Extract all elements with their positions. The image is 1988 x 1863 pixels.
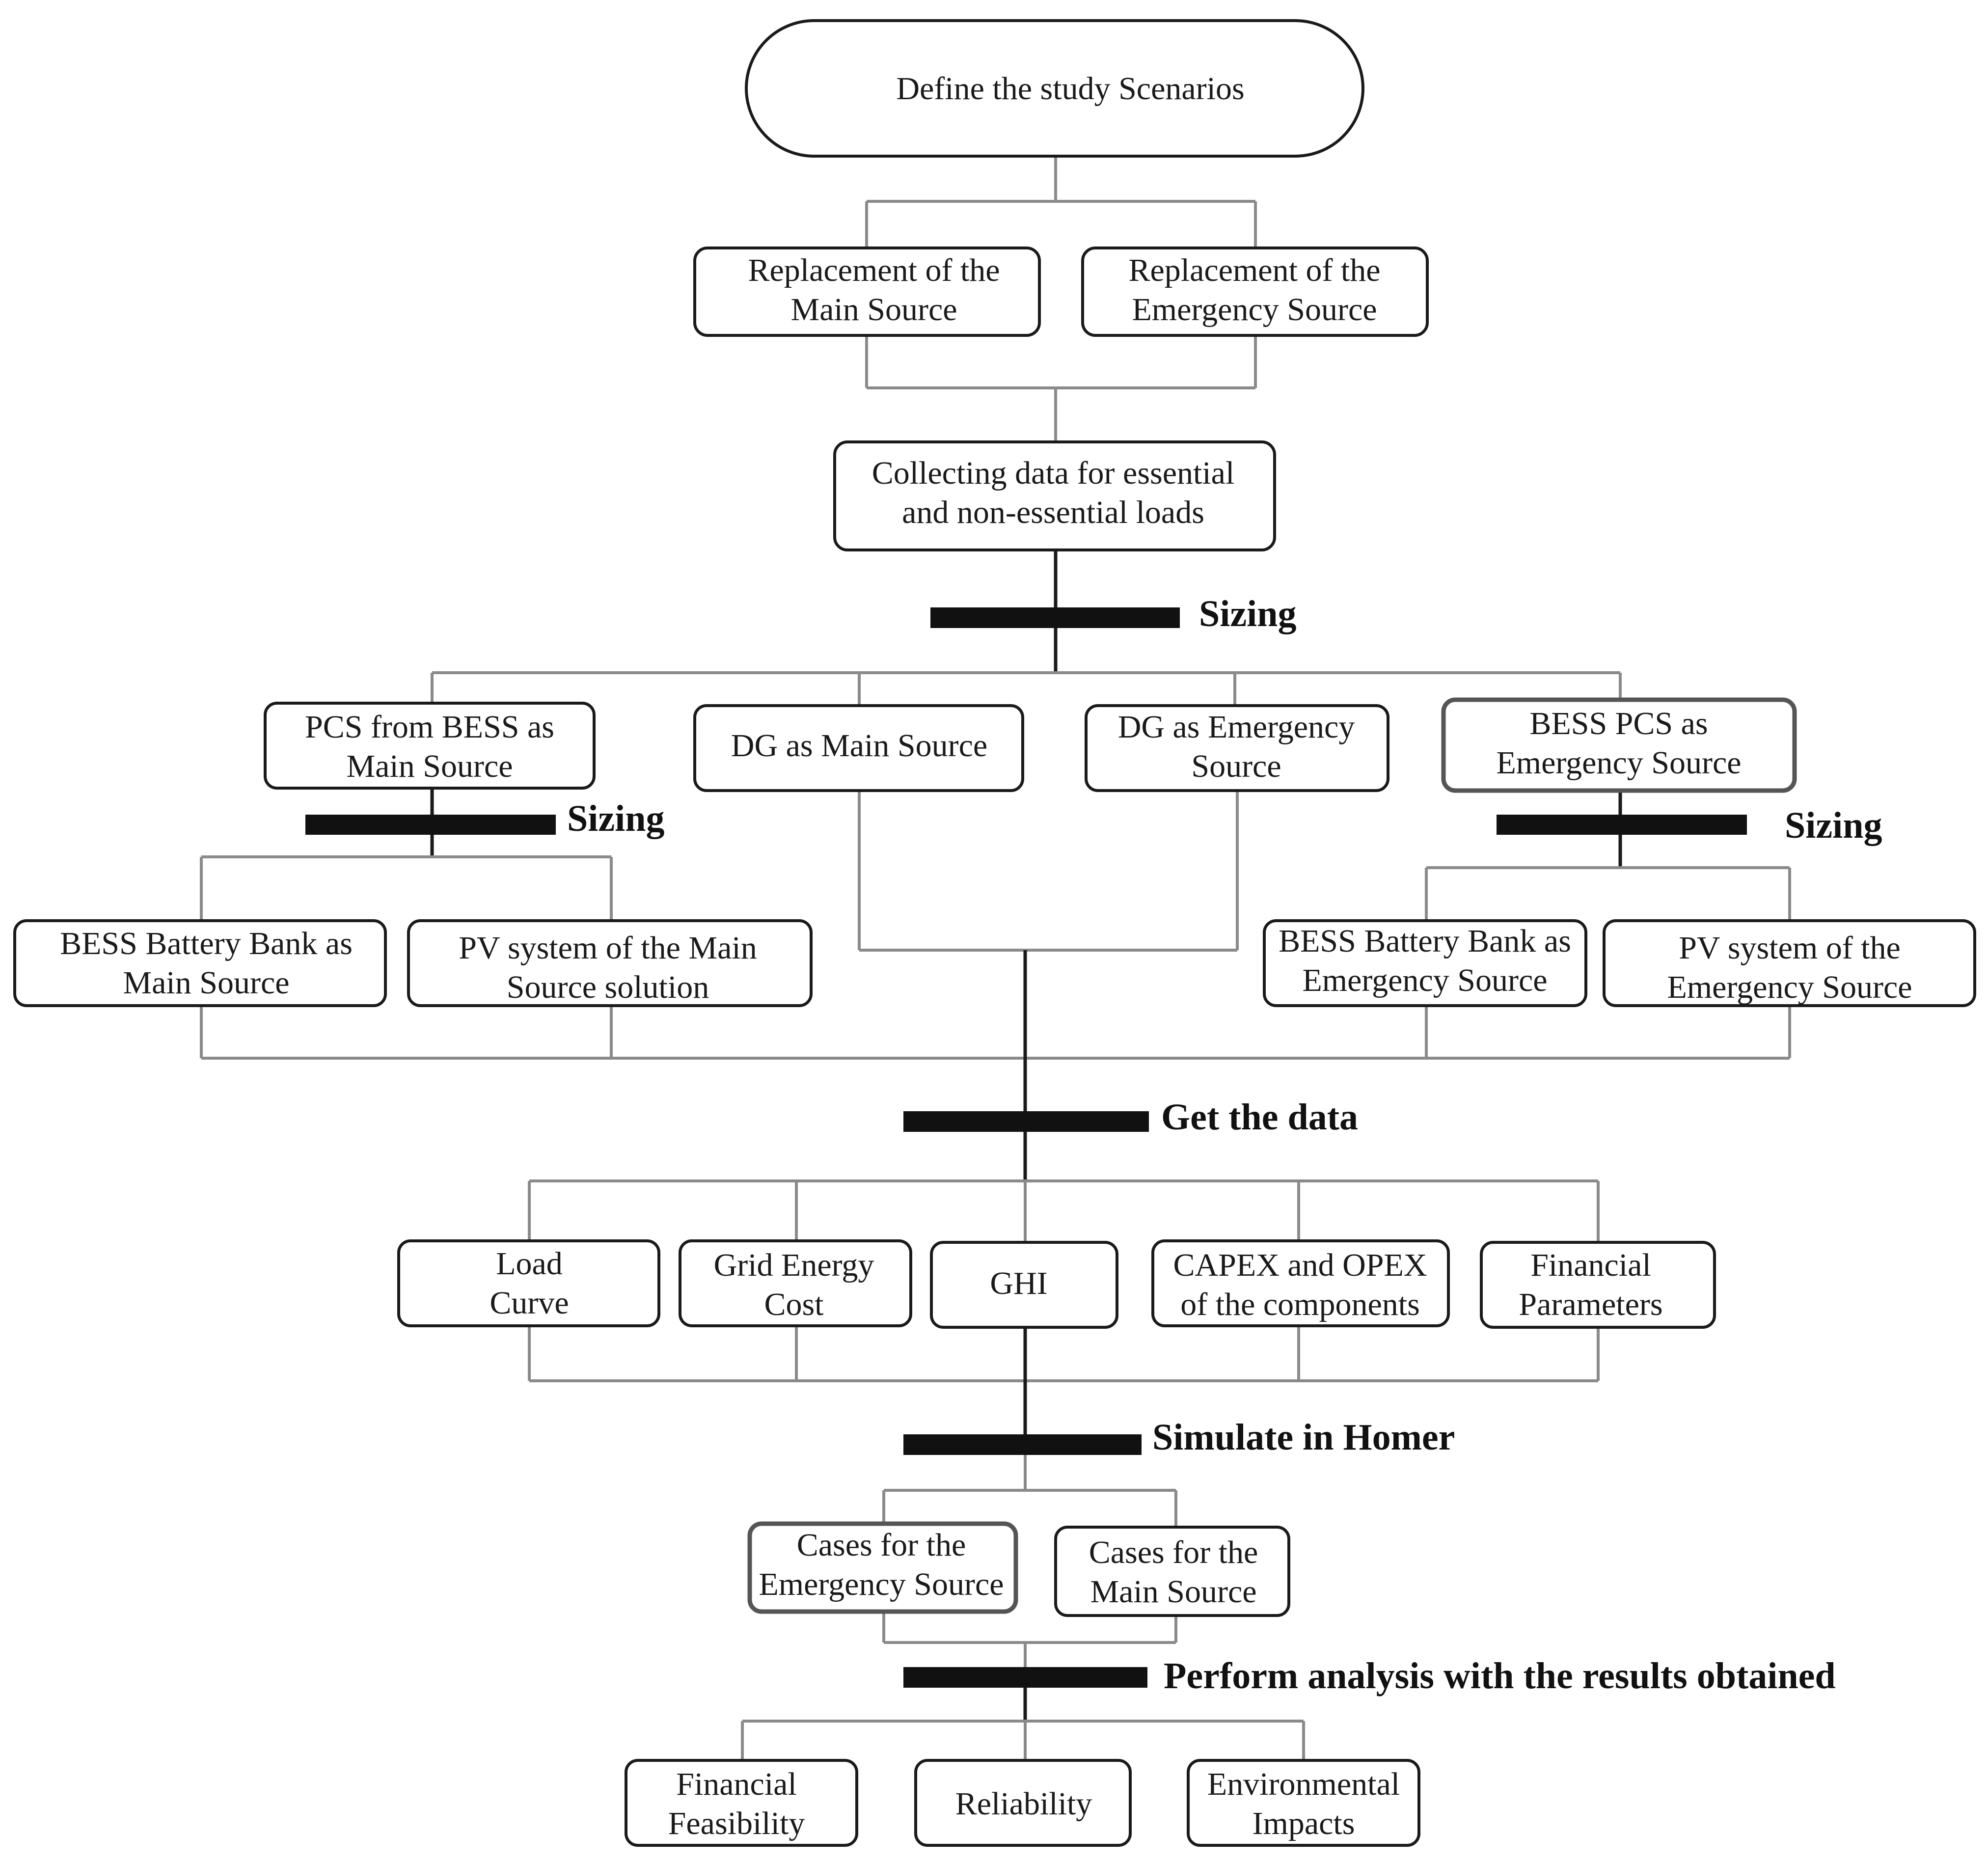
svg-text:PV system of the: PV system of the [1679, 930, 1901, 966]
bar-analysis [903, 1667, 1147, 1688]
bar-get-data [903, 1111, 1149, 1132]
svg-text:Emergency Source: Emergency Source [759, 1566, 1004, 1602]
node-financial-feasibility: Financial Feasibility [625, 1759, 858, 1847]
svg-text:BESS Battery Bank as: BESS Battery Bank as [60, 926, 353, 961]
bar-sizing-left [305, 815, 556, 835]
svg-text:Collecting data for essential: Collecting data for essential [872, 455, 1235, 491]
node-replacement-main-source: Replacement of the Main Source [693, 247, 1041, 337]
label-get-data: Get the data [1161, 1096, 1358, 1138]
svg-text:Source: Source [1191, 748, 1281, 784]
node-dg-emergency-source: DG as Emergency Source [1085, 704, 1389, 792]
node-collect-data: Collecting data for essential and non-es… [833, 440, 1276, 551]
svg-text:Feasibility: Feasibility [668, 1806, 805, 1841]
svg-text:Grid Energy: Grid Energy [714, 1247, 874, 1283]
label-sizing-left: Sizing [567, 798, 665, 839]
node-environmental-impacts: Environmental Impacts [1187, 1759, 1420, 1847]
node-capex-opex: CAPEX and OPEX of the components [1151, 1239, 1450, 1327]
svg-text:DG as Main Source: DG as Main Source [731, 728, 987, 764]
node-financial-parameters: Financial Parameters [1480, 1241, 1716, 1329]
connector-analysis-split [741, 1720, 1305, 1759]
node-cases-emergency-source: Cases for the Emergency Source [747, 1521, 1018, 1614]
svg-text:Main Source: Main Source [1090, 1574, 1256, 1610]
svg-text:Cases for the: Cases for the [797, 1527, 966, 1563]
connector-sizing-split [431, 671, 1622, 705]
svg-text:Cases for the: Cases for the [1089, 1534, 1258, 1570]
svg-text:Emergency Source: Emergency Source [1302, 962, 1547, 998]
svg-text:Reliability: Reliability [955, 1786, 1092, 1822]
bar-simulate [903, 1434, 1142, 1455]
connector-pcs-main-split [200, 855, 613, 920]
connectors [200, 156, 1791, 1759]
node-grid-energy-cost: Grid Energy Cost [679, 1239, 912, 1327]
node-pcs-main-source: PCS from BESS as Main Source [264, 702, 596, 790]
svg-text:GHI: GHI [990, 1265, 1047, 1301]
node-bess-battery-main-source: BESS Battery Bank as Main Source [13, 919, 387, 1007]
svg-text:Define the study Scenarios: Define the study Scenarios [896, 71, 1244, 107]
connector-bess-pcs-emerg-split [1425, 866, 1791, 920]
svg-text:DG as Emergency: DG as Emergency [1118, 709, 1355, 745]
node-replacement-emergency-source: Replacement of the Emergency Source [1081, 247, 1429, 337]
svg-text:CAPEX and OPEX: CAPEX and OPEX [1173, 1247, 1427, 1283]
node-cases-main-source: Cases for the Main Source [1054, 1526, 1290, 1617]
node-reliability: Reliability [914, 1759, 1132, 1847]
connector-replacement-merge [865, 335, 1257, 441]
svg-text:Load: Load [496, 1246, 563, 1282]
svg-text:Financial: Financial [1530, 1247, 1651, 1283]
svg-text:Financial: Financial [676, 1766, 797, 1802]
svg-text:PV system of the Main: PV system of the Main [459, 930, 757, 966]
label-sizing-center: Sizing [1199, 593, 1297, 634]
node-bess-battery-emergency-source: BESS Battery Bank as Emergency Source [1263, 919, 1587, 1007]
svg-text:Emergency Source: Emergency Source [1132, 292, 1377, 328]
svg-text:Curve: Curve [490, 1285, 569, 1321]
node-dg-main-source: DG as Main Source [693, 704, 1024, 792]
label-sizing-right: Sizing [1785, 805, 1882, 846]
svg-text:and non-essential loads: and non-essential loads [902, 494, 1204, 530]
connector-data-merge [528, 1326, 1600, 1382]
label-simulate: Simulate in Homer [1152, 1417, 1455, 1458]
svg-text:Main Source: Main Source [123, 965, 289, 1001]
svg-text:Replacement of the: Replacement of the [748, 252, 1000, 288]
svg-text:Main Source: Main Source [790, 292, 957, 328]
bar-sizing-right [1497, 815, 1747, 835]
svg-text:Source solution: Source solution [507, 969, 709, 1005]
svg-text:Impacts: Impacts [1253, 1806, 1355, 1841]
node-ghi: GHI [930, 1241, 1118, 1329]
svg-text:Environmental: Environmental [1207, 1766, 1400, 1802]
node-bess-pcs-emergency-source: BESS PCS as Emergency Source [1441, 697, 1797, 793]
label-analysis: Perform analysis with the results obtain… [1164, 1655, 1836, 1697]
connector-sources-merge [200, 1006, 1791, 1060]
svg-text:of the components: of the components [1180, 1287, 1420, 1322]
node-load-curve: Load Curve [397, 1239, 660, 1327]
connector-simulate-split [882, 1444, 1177, 1526]
connector-define-split [865, 156, 1257, 247]
bar-sizing-center [930, 607, 1180, 628]
node-define: Define the study Scenarios [745, 19, 1364, 158]
connector-dg-merge [858, 791, 1239, 952]
connector-get-data-split [528, 1179, 1600, 1241]
svg-text:Emergency Source: Emergency Source [1496, 745, 1741, 781]
svg-text:BESS PCS as: BESS PCS as [1529, 706, 1708, 741]
svg-text:Cost: Cost [764, 1287, 823, 1322]
node-pv-emergency-source: PV system of the Emergency Source [1603, 919, 1976, 1007]
svg-text:Main Source: Main Source [346, 748, 513, 784]
connector-cases-merge [882, 1612, 1177, 1677]
node-pv-main-source: PV system of the Main Source solution [407, 919, 813, 1007]
svg-text:Parameters: Parameters [1519, 1287, 1662, 1322]
svg-text:Replacement of the: Replacement of the [1128, 252, 1380, 288]
svg-text:BESS Battery Bank as: BESS Battery Bank as [1279, 923, 1571, 959]
svg-text:PCS from BESS as: PCS from BESS as [305, 709, 554, 745]
svg-text:Emergency Source: Emergency Source [1667, 969, 1912, 1005]
